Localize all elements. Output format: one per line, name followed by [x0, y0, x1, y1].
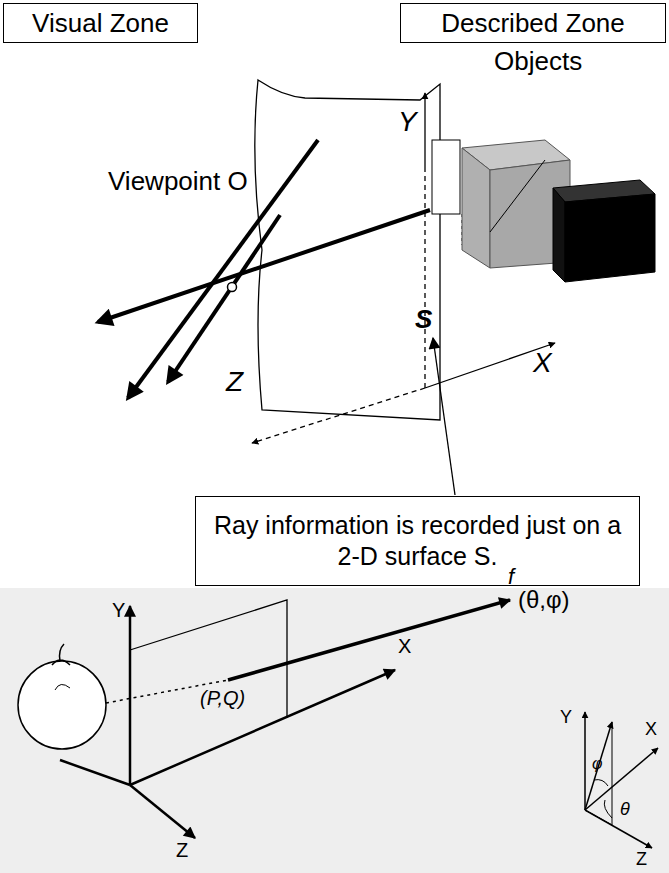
- panel: [0, 588, 669, 873]
- box-text: Described Zone: [441, 8, 625, 39]
- axis-label: (θ,φ): [518, 588, 570, 612]
- axis-label: Y: [398, 108, 417, 136]
- axis-label: θ: [620, 800, 630, 818]
- callout-box: Ray information is recorded just on a 2-…: [195, 496, 640, 586]
- box-text: Ray information is recorded just on a 2-…: [206, 510, 629, 573]
- y-axis: [424, 170, 425, 388]
- axis-label: Z: [226, 368, 243, 396]
- x-axis: [425, 343, 555, 388]
- surface-s: [255, 80, 440, 420]
- axis-label: X: [645, 720, 657, 738]
- axis-label: Y: [112, 600, 125, 620]
- z-axis: [252, 388, 425, 443]
- axis-label: X: [398, 636, 411, 656]
- leader-line: [433, 338, 455, 495]
- axis-label: Viewpoint O: [108, 168, 248, 194]
- axis-label: f: [508, 566, 514, 588]
- axis-label: X: [533, 349, 552, 377]
- rays: [98, 140, 430, 398]
- axis-label: Z: [636, 850, 647, 868]
- viewpoint-dot: [228, 283, 237, 292]
- axis-label: (P,Q): [200, 688, 245, 708]
- box-text: Visual Zone: [32, 8, 169, 39]
- zone-label-box: Described Zone: [400, 3, 666, 43]
- axis-label: φ: [592, 756, 602, 772]
- axis-label: Objects: [494, 48, 582, 74]
- axis-label: Z: [176, 840, 188, 860]
- axis-label: S: [415, 306, 432, 332]
- axis-label: Y: [560, 708, 572, 726]
- window: [432, 140, 460, 214]
- bottom-figure: [18, 600, 658, 848]
- zone-label-box: Visual Zone: [3, 3, 198, 43]
